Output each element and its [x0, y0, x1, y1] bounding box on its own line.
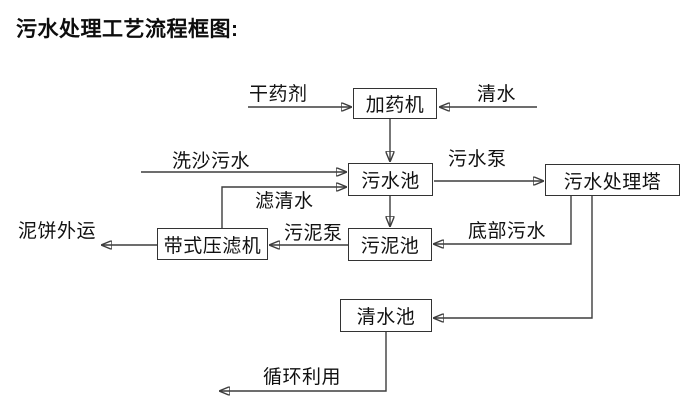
label-bottom-sewage: 底部污水	[468, 221, 547, 242]
label-recycled-use: 循环利用	[263, 367, 342, 388]
label-sewage-pump: 污水泵	[448, 149, 507, 170]
label-mud-cake-out: 泥饼外运	[18, 221, 97, 242]
node-treatment-tower: 污水处理塔	[545, 164, 680, 196]
edge-tower-to-clean-pool	[434, 195, 593, 318]
label-filtered-water: 滤清水	[255, 191, 314, 212]
label-clean-water: 清水	[477, 84, 517, 105]
page-title: 污水处理工艺流程框图:	[16, 18, 239, 41]
label-dry-chemical: 干药剂	[249, 84, 308, 105]
label-sludge-pump: 污泥泵	[284, 223, 343, 244]
node-dosing-machine: 加药机	[353, 88, 437, 119]
node-belt-filter-press: 带式压滤机	[157, 228, 268, 260]
node-clean-water-pool: 清水池	[340, 299, 432, 332]
label-sand-washing-sewage: 洗沙污水	[172, 151, 251, 172]
node-sewage-pool: 污水池	[348, 163, 433, 196]
node-sludge-pool: 污泥池	[348, 228, 432, 261]
